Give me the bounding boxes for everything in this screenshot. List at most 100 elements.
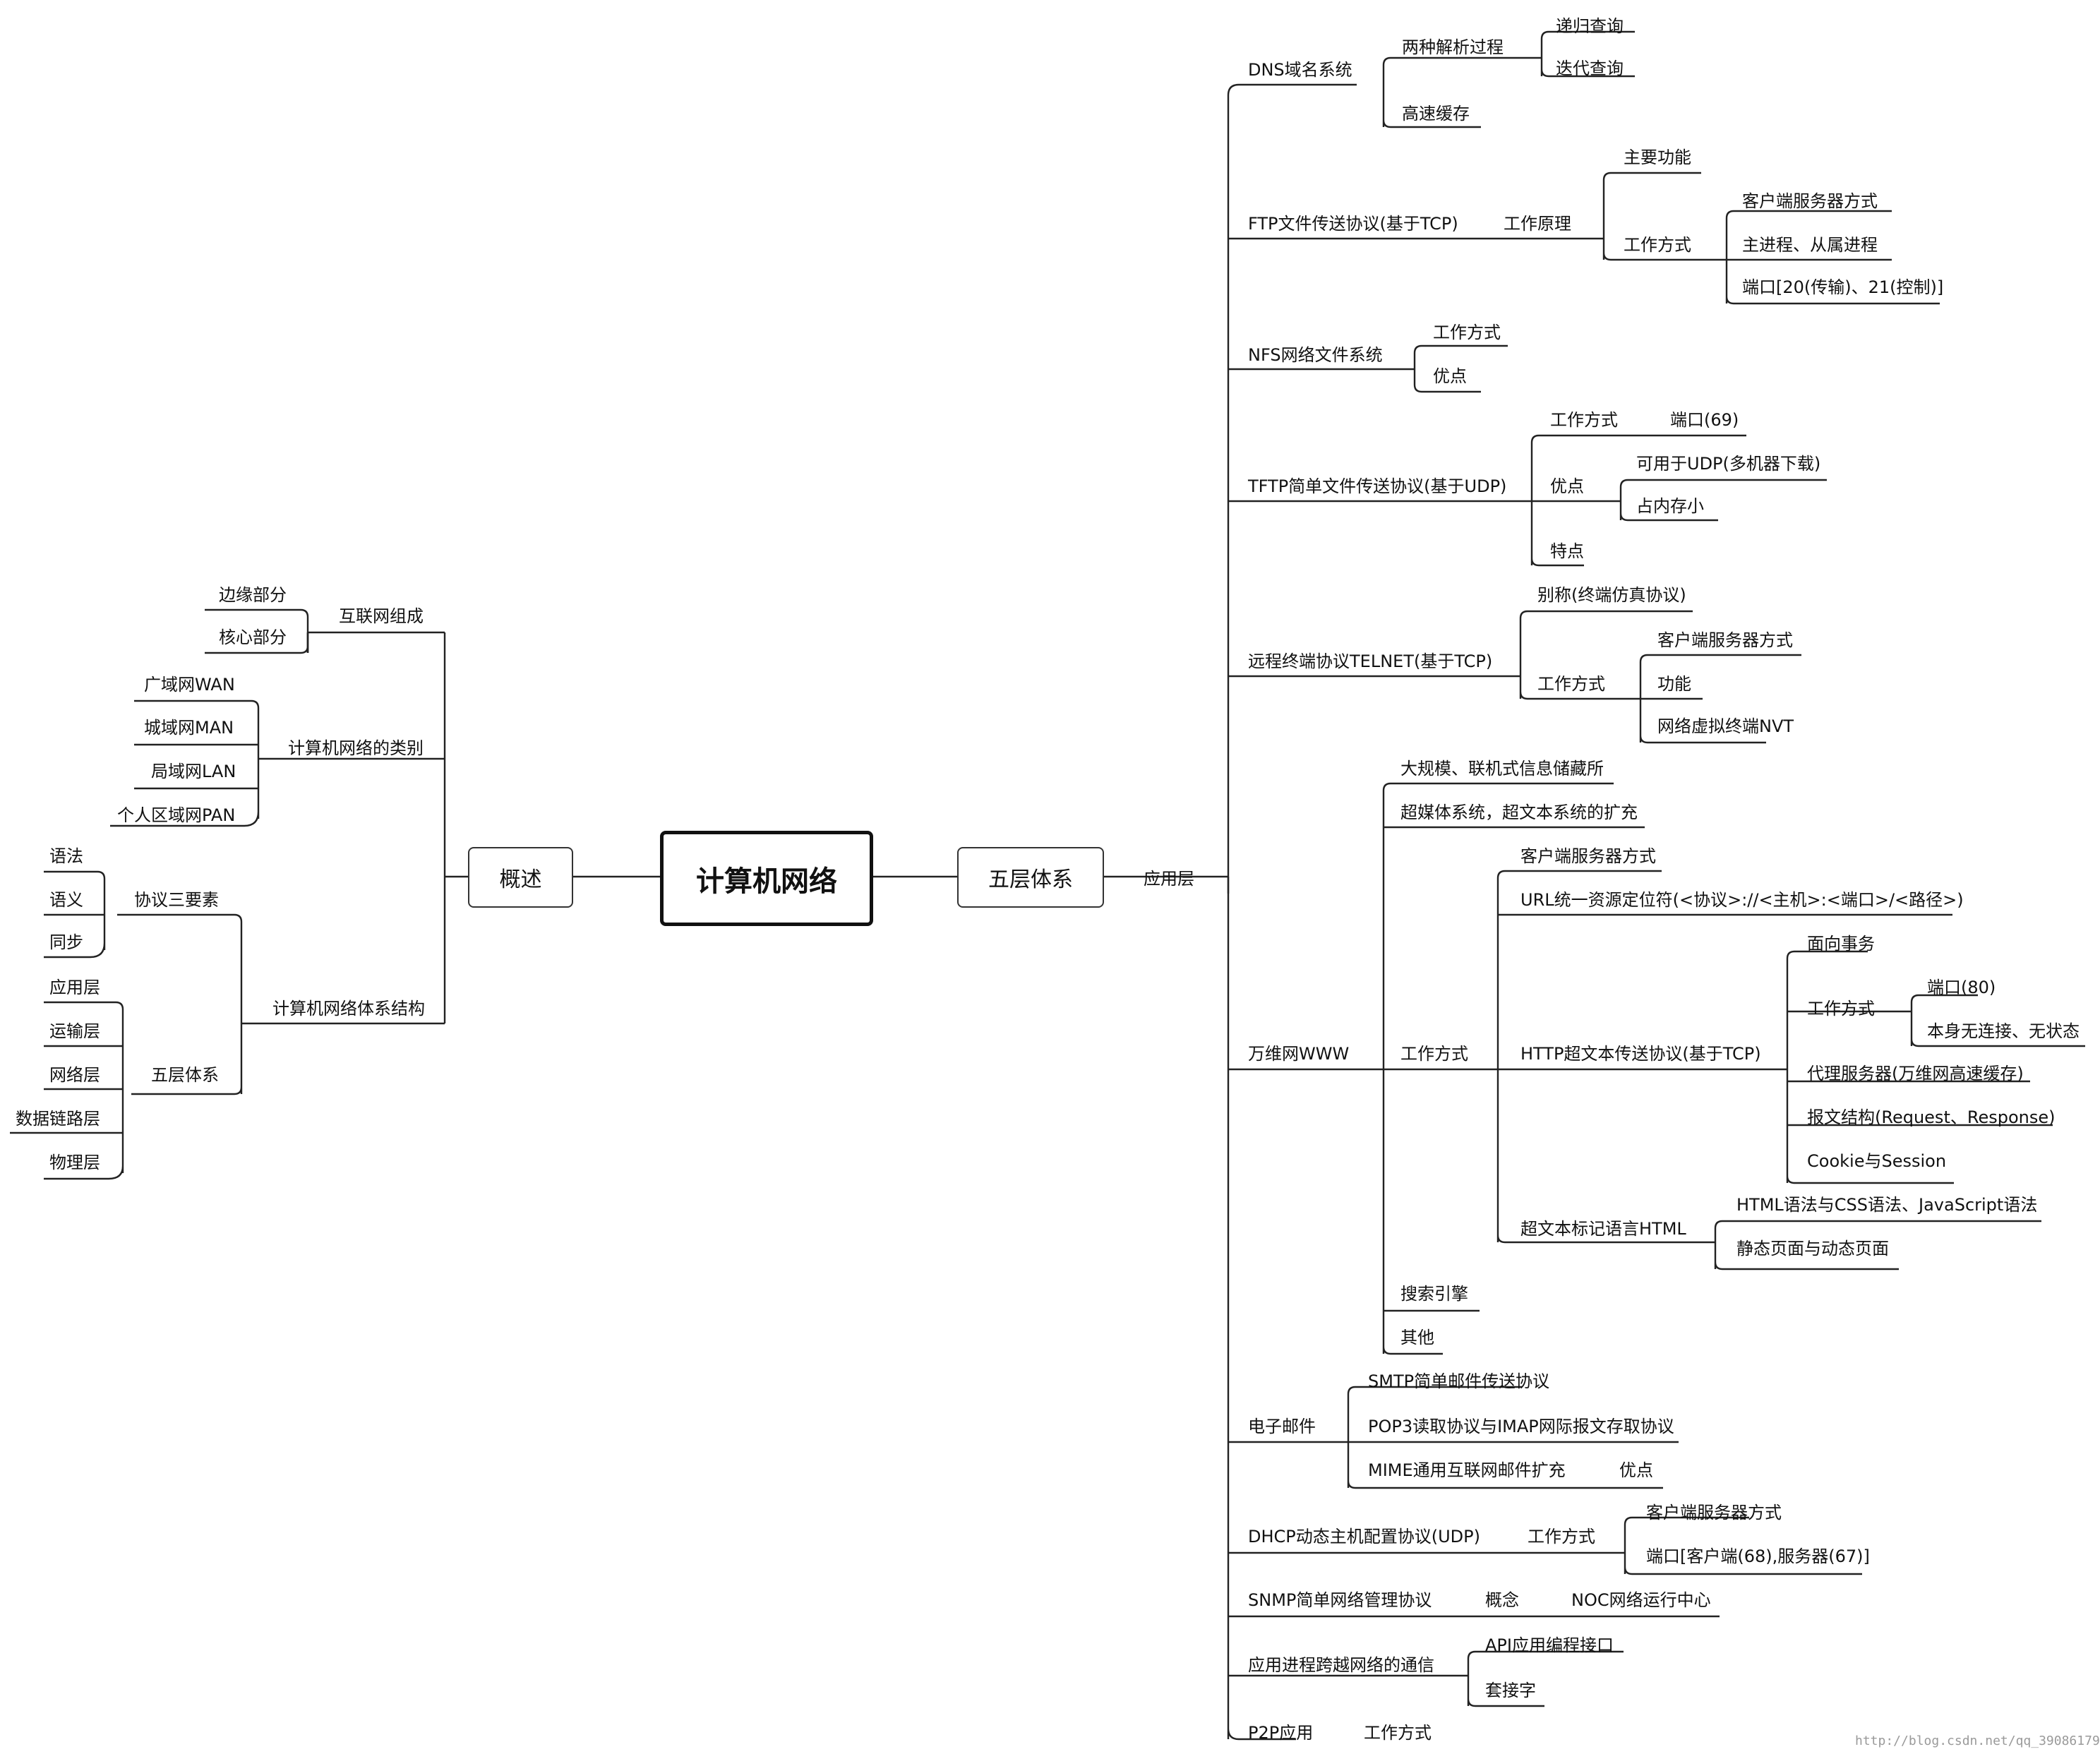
node-snmp[interactable]: SNMP简单网络管理协议	[1248, 1590, 1432, 1610]
node-snmp-noc[interactable]: NOC网络运行中心	[1571, 1590, 1711, 1610]
node-tftp-port[interactable]: 端口(69)	[1670, 410, 1739, 430]
connector	[1701, 210, 1940, 305]
node-http-transaction[interactable]: 面向事务	[1807, 934, 1875, 954]
node-www-search[interactable]: 搜索引擎	[1400, 1284, 1468, 1304]
node-internet-composition[interactable]: 互联网组成	[339, 606, 424, 626]
node-html-pages[interactable]: 静态页面与动态页面	[1736, 1239, 1889, 1259]
node-www-other[interactable]: 其他	[1400, 1328, 1434, 1347]
node-layer-network[interactable]: 网络层	[49, 1065, 100, 1085]
connector	[1382, 782, 1645, 1355]
node-dns-recursive[interactable]: 递归查询	[1556, 16, 1624, 36]
node-lan[interactable]: 局域网LAN	[151, 762, 236, 781]
node-nfs[interactable]: NFS网络文件系统	[1248, 345, 1383, 365]
node-tftp-mode[interactable]: 工作方式	[1550, 410, 1618, 430]
node-email-pros[interactable]: 优点	[1619, 1460, 1653, 1480]
node-core[interactable]: 核心部分	[219, 627, 287, 647]
connector	[44, 870, 106, 959]
node-telnet-alias[interactable]: 别称(终端仿真协议)	[1537, 585, 1686, 605]
node-telnet-function[interactable]: 功能	[1657, 674, 1691, 694]
connector	[1382, 56, 1519, 128]
node-dhcp-mode[interactable]: 工作方式	[1528, 1527, 1595, 1546]
node-www[interactable]: 万维网WWW	[1248, 1044, 1350, 1064]
node-layer-datalink[interactable]: 数据链路层	[16, 1109, 100, 1129]
node-dns-resolve[interactable]: 两种解析过程	[1402, 37, 1504, 57]
node-network-types[interactable]: 计算机网络的类别	[288, 738, 424, 758]
connector	[205, 608, 309, 654]
node-edge[interactable]: 边缘部分	[219, 585, 287, 605]
connector	[1496, 172, 1701, 261]
node-tftp-memory[interactable]: 占内存小	[1636, 496, 1704, 516]
node-http-mode[interactable]: 工作方式	[1807, 999, 1875, 1019]
node-tftp-udp[interactable]: 可用于UDP(多机器下载)	[1636, 454, 1821, 474]
node-ftp-mode[interactable]: 工作方式	[1624, 235, 1691, 255]
node-www-url[interactable]: URL统一资源定位符(<协议>://<主机>:<端口>/<路径>)	[1520, 890, 1964, 910]
node-dhcp-cs[interactable]: 客户端服务器方式	[1646, 1503, 1782, 1522]
node-ftp[interactable]: FTP文件传送协议(基于TCP)	[1248, 214, 1458, 234]
node-http-cookie[interactable]: Cookie与Session	[1807, 1151, 1947, 1171]
node-http-message[interactable]: 报文结构(Request、Response)	[1807, 1107, 2056, 1127]
node-html-syntax[interactable]: HTML语法与CSS语法、JavaScript语法	[1736, 1195, 2038, 1215]
node-dhcp-ports[interactable]: 端口[客户端(68),服务器(67)]	[1646, 1546, 1870, 1566]
node-ftp-principle[interactable]: 工作原理	[1504, 214, 1571, 234]
node-http-proxy[interactable]: 代理服务器(万维网高速缓存)	[1807, 1064, 2024, 1083]
node-email-smtp[interactable]: SMTP简单邮件传送协议	[1368, 1371, 1550, 1391]
node-dns-cache[interactable]: 高速缓存	[1402, 104, 1470, 124]
node-socket-comm[interactable]: 应用进程跨越网络的通信	[1248, 1655, 1434, 1675]
node-http[interactable]: HTTP超文本传送协议(基于TCP)	[1520, 1044, 1761, 1064]
node-semantics[interactable]: 语义	[49, 890, 83, 910]
node-ftp-main-function[interactable]: 主要功能	[1624, 148, 1691, 167]
node-dns-iterative[interactable]: 迭代查询	[1556, 59, 1624, 78]
node-man[interactable]: 城域网MAN	[144, 718, 234, 738]
node-wan[interactable]: 广域网WAN	[144, 675, 235, 695]
node-email-mime[interactable]: MIME通用互联网邮件扩充	[1368, 1460, 1566, 1480]
node-telnet-mode[interactable]: 工作方式	[1537, 674, 1605, 694]
node-email[interactable]: 电子邮件	[1248, 1417, 1316, 1436]
connector	[1519, 610, 1693, 700]
node-layer-physical[interactable]: 物理层	[49, 1153, 100, 1172]
node-p2p-mode[interactable]: 工作方式	[1364, 1723, 1432, 1743]
node-application-layer[interactable]: 应用层	[1144, 869, 1194, 889]
node-dns[interactable]: DNS域名系统	[1248, 60, 1352, 80]
node-telnet-cs[interactable]: 客户端服务器方式	[1657, 630, 1793, 650]
node-layer-transport[interactable]: 运输层	[49, 1021, 100, 1041]
connector	[1530, 434, 1631, 567]
node-http-stateless[interactable]: 本身无连接、无状态	[1927, 1021, 2080, 1041]
node-architecture[interactable]: 计算机网络体系结构	[272, 999, 425, 1019]
node-ftp-ports[interactable]: 端口[20(传输)、21(控制)]	[1742, 277, 1944, 297]
overview-node[interactable]: 概述	[468, 847, 573, 908]
node-protocol-elements[interactable]: 协议三要素	[134, 890, 219, 910]
node-socket[interactable]: 套接字	[1485, 1681, 1536, 1700]
node-email-pop3[interactable]: POP3读取协议与IMAP网际报文存取协议	[1368, 1417, 1674, 1436]
connector	[1496, 870, 1952, 1244]
node-p2p[interactable]: P2P应用	[1248, 1723, 1314, 1743]
node-snmp-concept[interactable]: 概念	[1485, 1590, 1519, 1610]
node-dhcp[interactable]: DHCP动态主机配置协议(UDP)	[1248, 1527, 1481, 1546]
node-nfs-mode[interactable]: 工作方式	[1433, 323, 1501, 342]
node-nfs-pros[interactable]: 优点	[1433, 366, 1467, 386]
node-www-hypermedia[interactable]: 超媒体系统，超文本系统的扩充	[1400, 803, 1638, 822]
node-five-layers-sub[interactable]: 五层体系	[151, 1065, 219, 1085]
node-pan[interactable]: 个人区域网PAN	[117, 805, 236, 825]
node-tftp[interactable]: TFTP简单文件传送协议(基于UDP)	[1248, 476, 1507, 496]
node-socket-api[interactable]: API应用编程接口	[1485, 1635, 1614, 1655]
node-telnet[interactable]: 远程终端协议TELNET(基于TCP)	[1248, 651, 1493, 671]
node-tftp-features[interactable]: 特点	[1550, 541, 1584, 561]
connector	[1227, 83, 1357, 96]
node-tftp-pros[interactable]: 优点	[1550, 476, 1584, 496]
node-layer-app[interactable]: 应用层	[49, 978, 100, 997]
node-ftp-cs[interactable]: 客户端服务器方式	[1742, 191, 1878, 211]
root-node[interactable]: 计算机网络	[660, 831, 873, 926]
node-syntax[interactable]: 语法	[49, 846, 83, 866]
node-html[interactable]: 超文本标记语言HTML	[1520, 1219, 1686, 1239]
node-sync[interactable]: 同步	[49, 932, 83, 952]
connector	[1347, 1386, 1679, 1489]
connector	[1615, 654, 1801, 744]
five-layer-node[interactable]: 五层体系	[957, 847, 1104, 908]
node-www-mode[interactable]: 工作方式	[1400, 1044, 1468, 1064]
connector	[1571, 1516, 1862, 1575]
node-telnet-nvt[interactable]: 网络虚拟终端NVT	[1657, 716, 1794, 736]
node-www-cs[interactable]: 客户端服务器方式	[1520, 846, 1656, 866]
node-http-port[interactable]: 端口(80)	[1927, 978, 1996, 997]
node-www-info-store[interactable]: 大规模、联机式信息储藏所	[1400, 759, 1604, 779]
node-ftp-process[interactable]: 主进程、从属进程	[1742, 235, 1878, 255]
